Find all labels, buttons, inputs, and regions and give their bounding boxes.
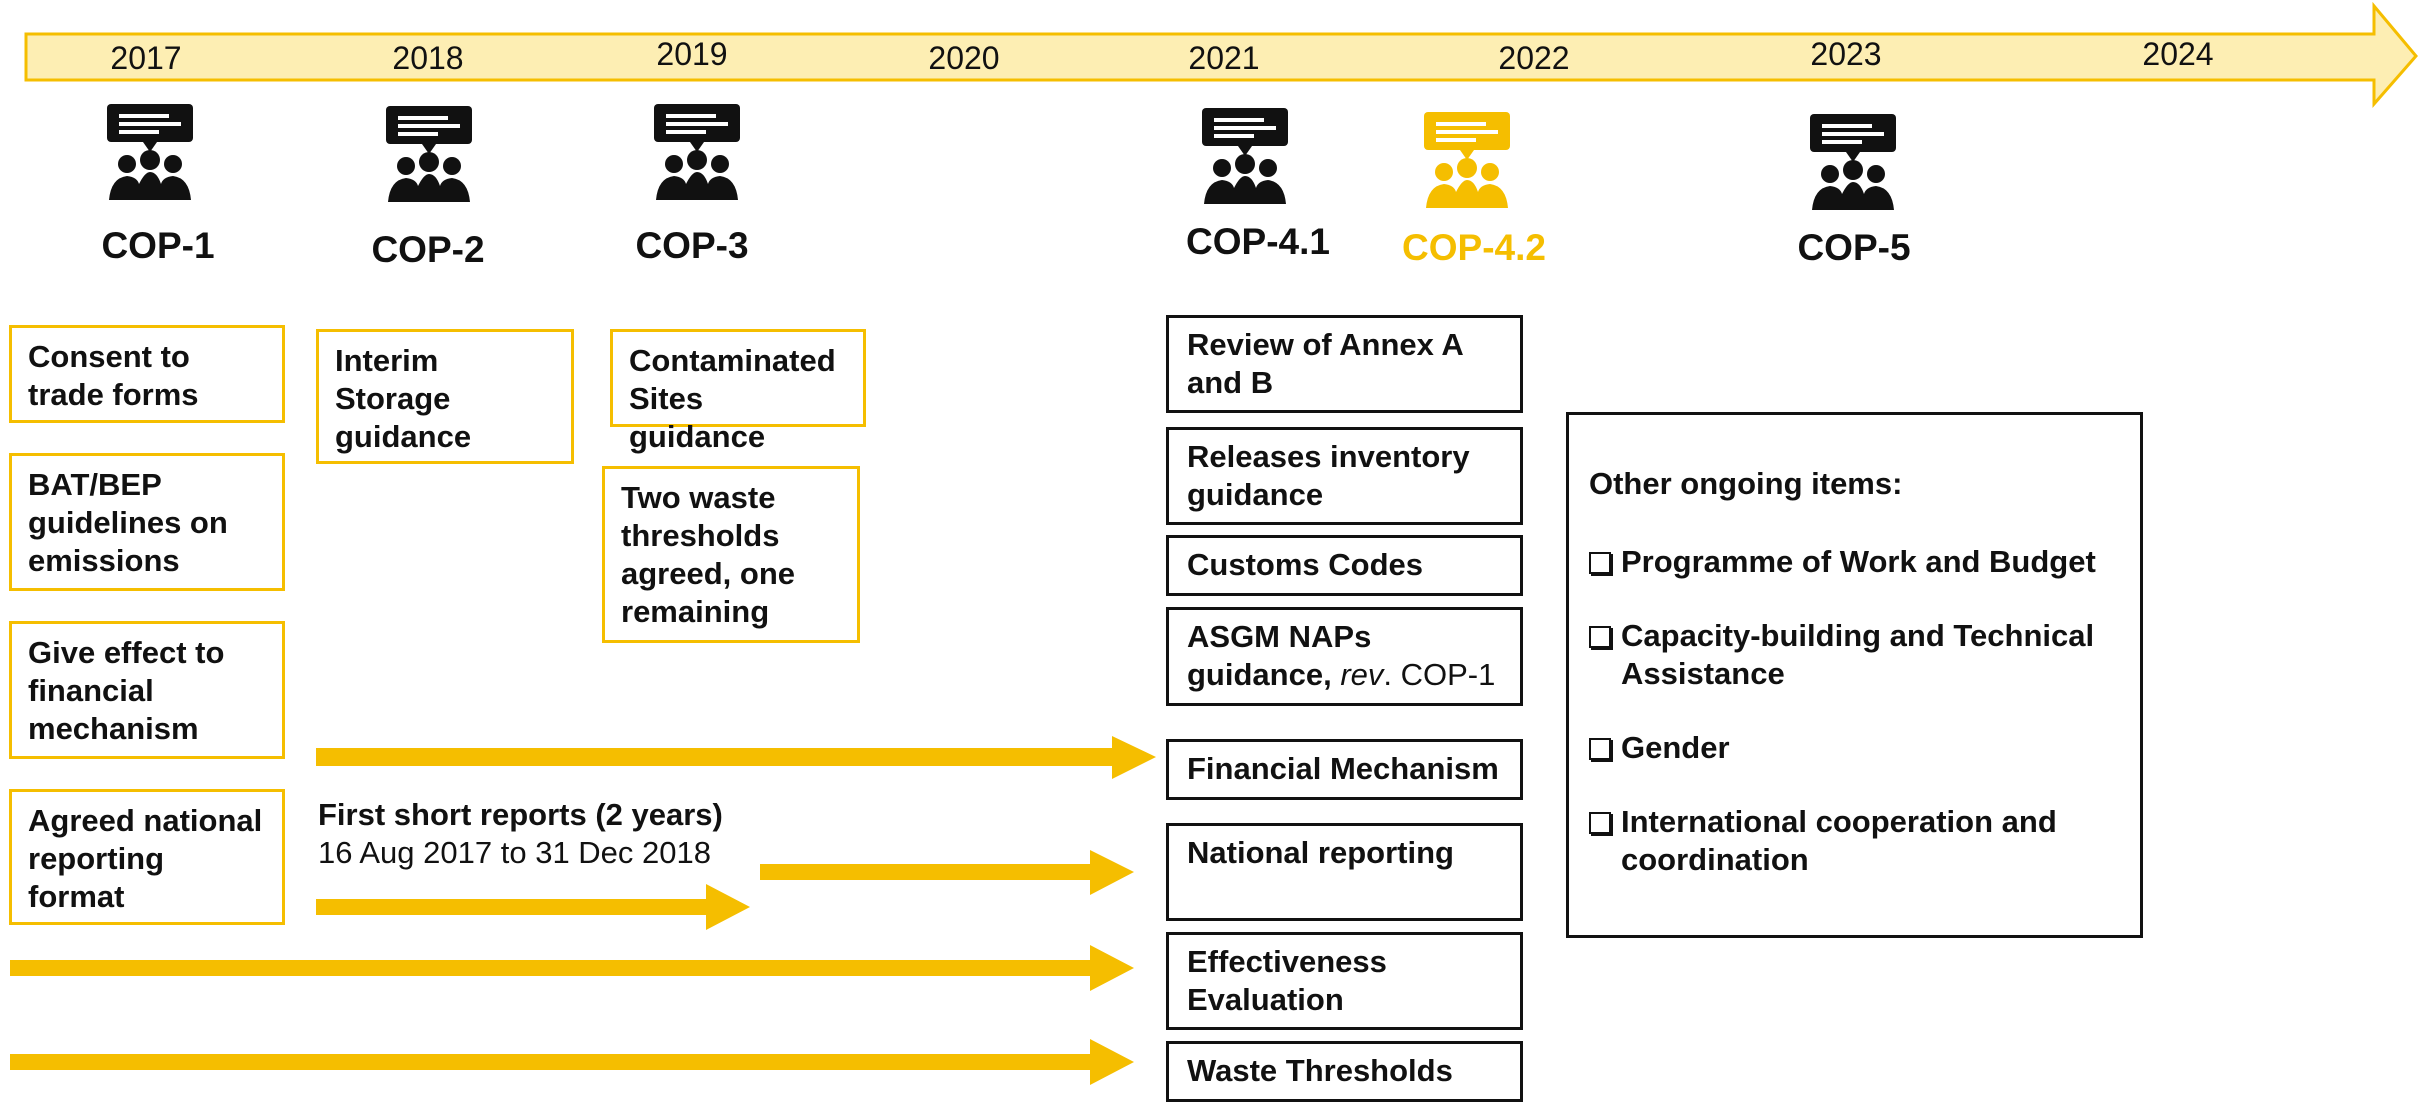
cop2-interim-storage-box: Interim Storage guidance (316, 329, 574, 464)
cop-label-3: COP-3 (635, 225, 749, 266)
customs-codes-box: Customs Codes (1166, 535, 1523, 596)
cop3-contaminated-sites-box: Contaminated Sites guidance (610, 329, 866, 454)
ongoing-heading: Other ongoing items: (1589, 466, 1903, 501)
ongoing-item-text: Programme of Work and Budget (1621, 544, 2096, 579)
asgm-main-text: ASGM NAPs guidance, (1187, 619, 1372, 692)
asgm-naps-box: ASGM NAPs guidance, rev. COP-1 (1166, 607, 1523, 706)
ongoing-item-text: Gender (1621, 730, 1730, 765)
checkbox-bullet-icon (1589, 738, 1611, 760)
cop-label-1: COP-1 (101, 225, 215, 266)
first-reports-dates: 16 Aug 2017 to 31 Dec 2018 (318, 835, 711, 870)
national-reporting-arrow (760, 850, 1134, 895)
cop1-reporting-box: Agreed national reporting format (9, 789, 285, 925)
asgm-rev-text: rev (1340, 657, 1384, 692)
year-label-2018: 2018 (392, 40, 464, 76)
waste-thresholds-box: Waste Thresholds (1166, 1041, 1523, 1102)
effectiveness-evaluation-box: Effectiveness Evaluation (1166, 932, 1523, 1030)
meeting-icon (654, 104, 740, 200)
releases-inventory-box: Releases inventory guidance (1166, 427, 1523, 525)
meeting-icon (107, 104, 193, 200)
year-label-2022: 2022 (1498, 40, 1570, 76)
cop-label-2: COP-2 (371, 229, 485, 270)
year-label-2024: 2024 (2142, 36, 2214, 72)
ongoing-item: Programme of Work and Budget (1589, 543, 2120, 581)
cop3-waste-thresholds-box: Two waste thresholds agreed, one remaini… (602, 466, 860, 643)
year-label-2019: 2019 (656, 36, 728, 72)
ongoing-items-panel: Other ongoing items: Programme of Work a… (1566, 412, 2143, 938)
ongoing-item-text: Capacity-building and Technical Assistan… (1621, 618, 2095, 691)
cop1-batbep-box: BAT/BEP guidelines on emissions (9, 453, 285, 591)
financial-mechanism-arrow (316, 736, 1156, 779)
review-annex-box: Review of Annex A and B (1166, 315, 1523, 413)
checkbox-bullet-icon (1589, 552, 1611, 574)
year-label-2023: 2023 (1810, 36, 1882, 72)
meeting-icon (1810, 114, 1896, 210)
checkbox-bullet-icon (1589, 812, 1611, 834)
timeline-band (24, 1, 2418, 108)
first-reports-title: First short reports (2 years) (318, 797, 723, 832)
cop1-financial-box: Give effect to financial mechanism (9, 621, 285, 759)
first-reports-arrow (316, 884, 750, 930)
year-label-2021: 2021 (1188, 40, 1260, 76)
ongoing-item-text: International cooperation and coordinati… (1621, 804, 2057, 877)
year-label-2017: 2017 (110, 40, 182, 76)
cop-label-5: COP-5 (1797, 227, 1911, 268)
asgm-tail-text: . COP-1 (1383, 657, 1496, 692)
cop1-consent-box: Consent to trade forms (9, 325, 285, 423)
financial-mechanism-box: Financial Mechanism (1166, 739, 1523, 800)
meeting-icon (1202, 108, 1288, 204)
meeting-icon (386, 106, 472, 202)
meeting-icon-highlighted (1424, 112, 1510, 208)
cop-label-4-2: COP-4.2 (1402, 227, 1546, 268)
national-reporting-box: National reporting (1166, 823, 1523, 921)
checkbox-bullet-icon (1589, 626, 1611, 648)
waste-thresholds-arrow (10, 1039, 1134, 1085)
year-label-2020: 2020 (928, 40, 1000, 76)
first-reports-note: First short reports (2 years) 16 Aug 201… (318, 796, 723, 872)
cop-label-4-1: COP-4.1 (1186, 221, 1330, 262)
effectiveness-arrow (10, 945, 1134, 991)
ongoing-item: Capacity-building and Technical Assistan… (1589, 617, 2120, 693)
ongoing-item: Gender (1589, 729, 2120, 767)
ongoing-item: International cooperation and coordinati… (1589, 803, 2120, 879)
